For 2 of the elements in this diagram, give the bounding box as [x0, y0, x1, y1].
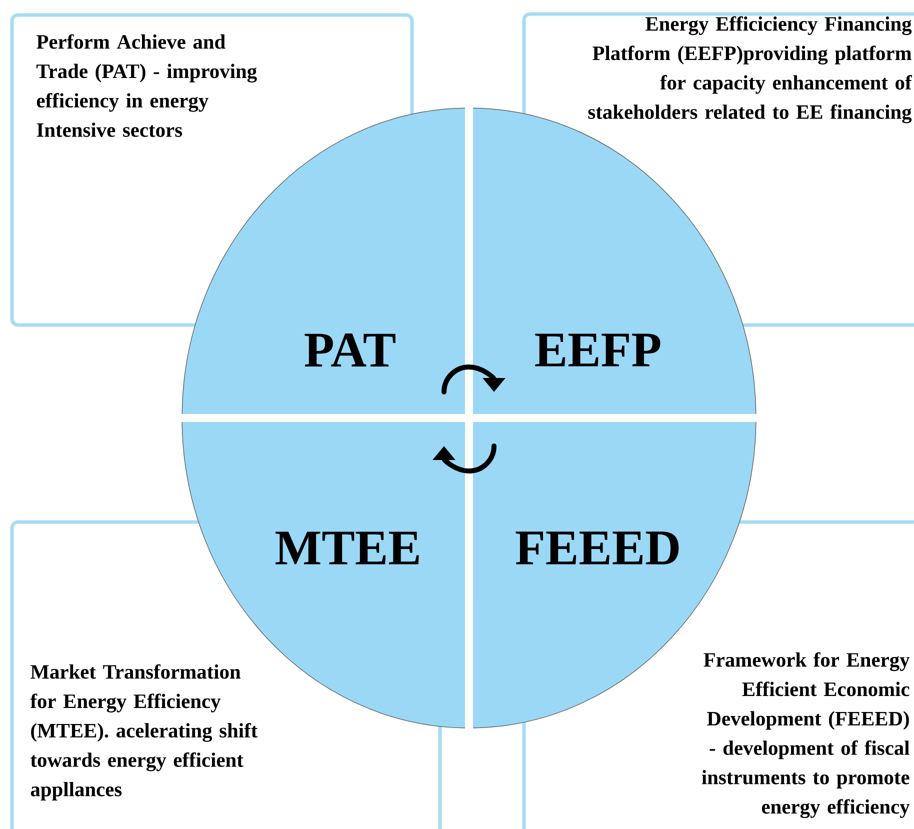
curved-arrow	[442, 364, 506, 394]
curved-arrow	[432, 444, 496, 474]
